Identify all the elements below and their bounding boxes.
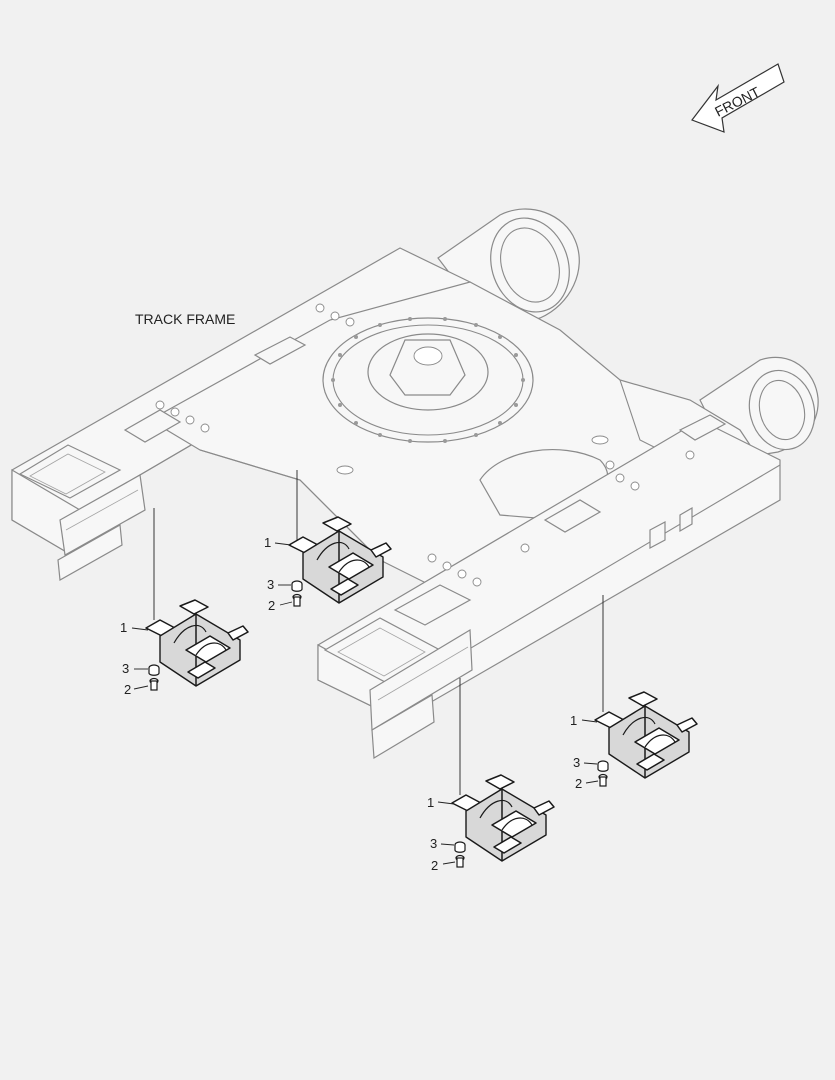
track-guard-b — [288, 516, 392, 604]
frame-bolts — [155, 303, 695, 587]
track-frame-title: TRACK FRAME — [135, 311, 235, 327]
callout-b-1: 1 — [264, 535, 271, 550]
washer-c — [597, 760, 609, 772]
track-guard-c — [594, 691, 698, 779]
callout-d-3: 3 — [430, 836, 437, 851]
track-guard-d — [451, 774, 555, 862]
callout-d-1: 1 — [427, 795, 434, 810]
washer-a — [148, 664, 160, 676]
bolt-circle — [331, 317, 525, 443]
callout-b-2: 2 — [268, 598, 275, 613]
callout-c-2: 2 — [575, 776, 582, 791]
callout-a-1: 1 — [120, 620, 127, 635]
callout-a-2: 2 — [124, 682, 131, 697]
bolt-d — [455, 854, 465, 868]
track-guard-group-c: 1 3 2 — [570, 691, 698, 791]
track-guard-group-a: 1 3 2 — [120, 599, 249, 697]
callout-c-3: 3 — [573, 755, 580, 770]
washer-d — [454, 841, 466, 853]
bolt-c — [598, 773, 608, 787]
bolt-a — [149, 677, 159, 691]
front-arrow: FRONT — [691, 63, 785, 133]
bolt-b — [292, 593, 302, 607]
track-frame — [11, 208, 819, 760]
washer-b — [291, 580, 303, 592]
callout-b-3: 3 — [267, 577, 274, 592]
track-guard-a — [145, 599, 249, 687]
callout-d-2: 2 — [431, 858, 438, 873]
track-guard-group-b: 1 3 2 — [264, 516, 392, 613]
track-guard-group-d: 1 3 2 — [427, 774, 555, 873]
callout-a-3: 3 — [122, 661, 129, 676]
leader-lines — [153, 470, 604, 795]
callout-c-1: 1 — [570, 713, 577, 728]
